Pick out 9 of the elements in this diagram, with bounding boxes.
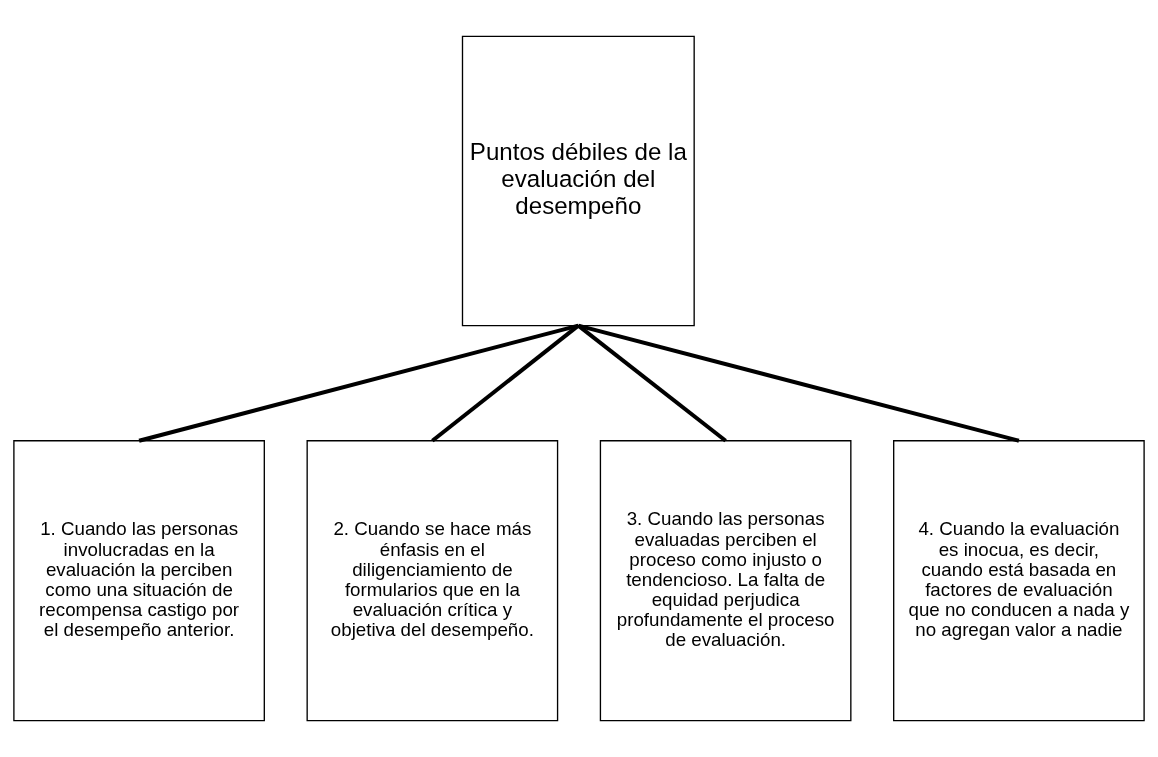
node-box: 4. Cuando la evaluación es inocua, es decir, cuando está basada en factores de evaluación que no conducen a nada y no agregan valor a nadie	[893, 440, 1145, 722]
connector	[577, 323, 1020, 443]
node-box: Puntos débiles de la evaluación del desempeño	[461, 35, 695, 327]
connector	[577, 324, 727, 443]
node-box: 2. Cuando se hace más énfasis en el diligenciamiento de formularios que en la evaluación crítica y objetiva del desempeño.	[306, 440, 559, 722]
node-box: 1. Cuando las personas involucradas en la evaluación la perciben como una situación de recompensa castigo por el desempeño anterior.	[13, 440, 265, 722]
connector	[431, 324, 580, 443]
connector	[138, 323, 579, 443]
node-box: 3. Cuando las personas evaluadas perciben el proceso como injusto o tendencioso. La falta de equidad perjudica profundamente el proceso de evaluación.	[599, 440, 852, 722]
